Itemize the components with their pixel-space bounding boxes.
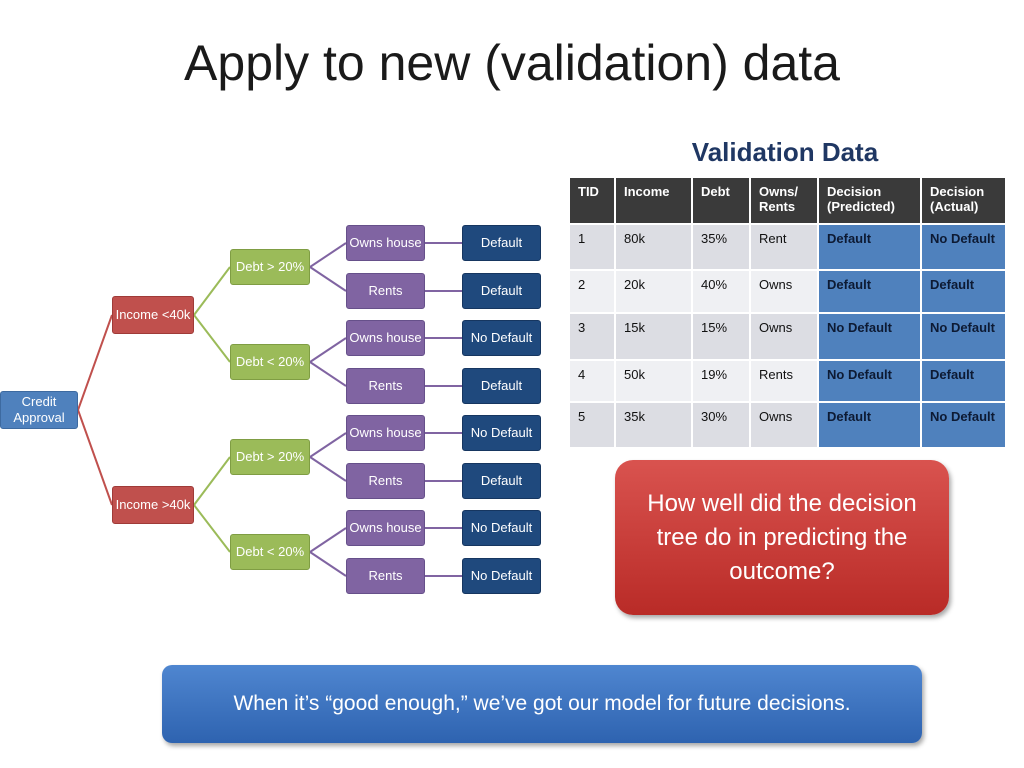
- table-cell: 15k: [614, 312, 693, 361]
- table-cell: Owns: [749, 401, 819, 449]
- table-header-row: TID Income Debt Owns/ Rents Decision (Pr…: [568, 176, 1007, 225]
- table-cell: Rents: [749, 359, 819, 403]
- actual-decision-cell: Default: [920, 269, 1007, 314]
- column-header: Debt: [691, 176, 751, 225]
- tree-leaf-outcome: No Default: [462, 510, 541, 546]
- table-cell: 1: [568, 223, 616, 271]
- tree-node-ownership: Owns house: [346, 225, 425, 261]
- table-cell: Owns: [749, 269, 819, 314]
- slide-title: Apply to new (validation) data: [184, 35, 840, 91]
- table-row: 3 15k 15% Owns No Default No Default: [568, 312, 1007, 361]
- tree-node-income-high: Income >40k: [112, 486, 194, 524]
- tree-node-debt: Debt < 20%: [230, 534, 310, 570]
- table-cell: 19%: [691, 359, 751, 403]
- table-cell: 35k: [614, 401, 693, 449]
- question-callout: How well did the decision tree do in pre…: [615, 460, 949, 615]
- table-cell: 80k: [614, 223, 693, 271]
- tree-leaf-outcome: No Default: [462, 415, 541, 451]
- table-cell: Owns: [749, 312, 819, 361]
- table-cell: 50k: [614, 359, 693, 403]
- validation-table-title: Validation Data: [691, 137, 879, 167]
- table-cell: 20k: [614, 269, 693, 314]
- table-cell: 30%: [691, 401, 751, 449]
- actual-decision-cell: No Default: [920, 223, 1007, 271]
- predicted-decision-cell: Default: [817, 269, 922, 314]
- tree-node-ownership: Owns house: [346, 320, 425, 356]
- validation-table: TID Income Debt Owns/ Rents Decision (Pr…: [568, 176, 1007, 449]
- actual-decision-cell: Default: [920, 359, 1007, 403]
- table-cell: 5: [568, 401, 616, 449]
- column-header: Decision (Predicted): [817, 176, 922, 225]
- table-row: 5 35k 30% Owns Default No Default: [568, 401, 1007, 449]
- tree-leaf-outcome: Default: [462, 463, 541, 499]
- tree-leaf-outcome: No Default: [462, 320, 541, 356]
- table-cell: 35%: [691, 223, 751, 271]
- table-cell: 15%: [691, 312, 751, 361]
- column-header: Owns/ Rents: [749, 176, 819, 225]
- tree-root-credit-approval: Credit Approval: [0, 391, 78, 429]
- predicted-decision-cell: No Default: [817, 359, 922, 403]
- table-cell: 40%: [691, 269, 751, 314]
- tree-leaf-outcome: Default: [462, 225, 541, 261]
- conclusion-callout: When it’s “good enough,” we’ve got our m…: [162, 665, 922, 743]
- tree-node-ownership: Rents: [346, 558, 425, 594]
- table-row: 4 50k 19% Rents No Default Default: [568, 359, 1007, 403]
- tree-node-ownership: Rents: [346, 463, 425, 499]
- predicted-decision-cell: Default: [817, 223, 922, 271]
- column-header: Decision (Actual): [920, 176, 1007, 225]
- table-cell: 4: [568, 359, 616, 403]
- table-row: 1 80k 35% Rent Default No Default: [568, 223, 1007, 271]
- tree-leaf-outcome: No Default: [462, 558, 541, 594]
- actual-decision-cell: No Default: [920, 401, 1007, 449]
- table-cell: 2: [568, 269, 616, 314]
- tree-leaf-outcome: Default: [462, 273, 541, 309]
- tree-node-ownership: Rents: [346, 273, 425, 309]
- table-cell: 3: [568, 312, 616, 361]
- tree-leaf-outcome: Default: [462, 368, 541, 404]
- table-row: 2 20k 40% Owns Default Default: [568, 269, 1007, 314]
- table-cell: Rent: [749, 223, 819, 271]
- tree-node-debt: Debt < 20%: [230, 344, 310, 380]
- predicted-decision-cell: Default: [817, 401, 922, 449]
- column-header: TID: [568, 176, 616, 225]
- tree-node-ownership: Rents: [346, 368, 425, 404]
- column-header: Income: [614, 176, 693, 225]
- actual-decision-cell: No Default: [920, 312, 1007, 361]
- tree-node-ownership: Owns house: [346, 510, 425, 546]
- tree-node-ownership: Owns house: [346, 415, 425, 451]
- tree-connectors: [77, 242, 462, 577]
- tree-node-debt: Debt > 20%: [230, 249, 310, 285]
- tree-node-income-low: Income <40k: [112, 296, 194, 334]
- predicted-decision-cell: No Default: [817, 312, 922, 361]
- tree-node-debt: Debt > 20%: [230, 439, 310, 475]
